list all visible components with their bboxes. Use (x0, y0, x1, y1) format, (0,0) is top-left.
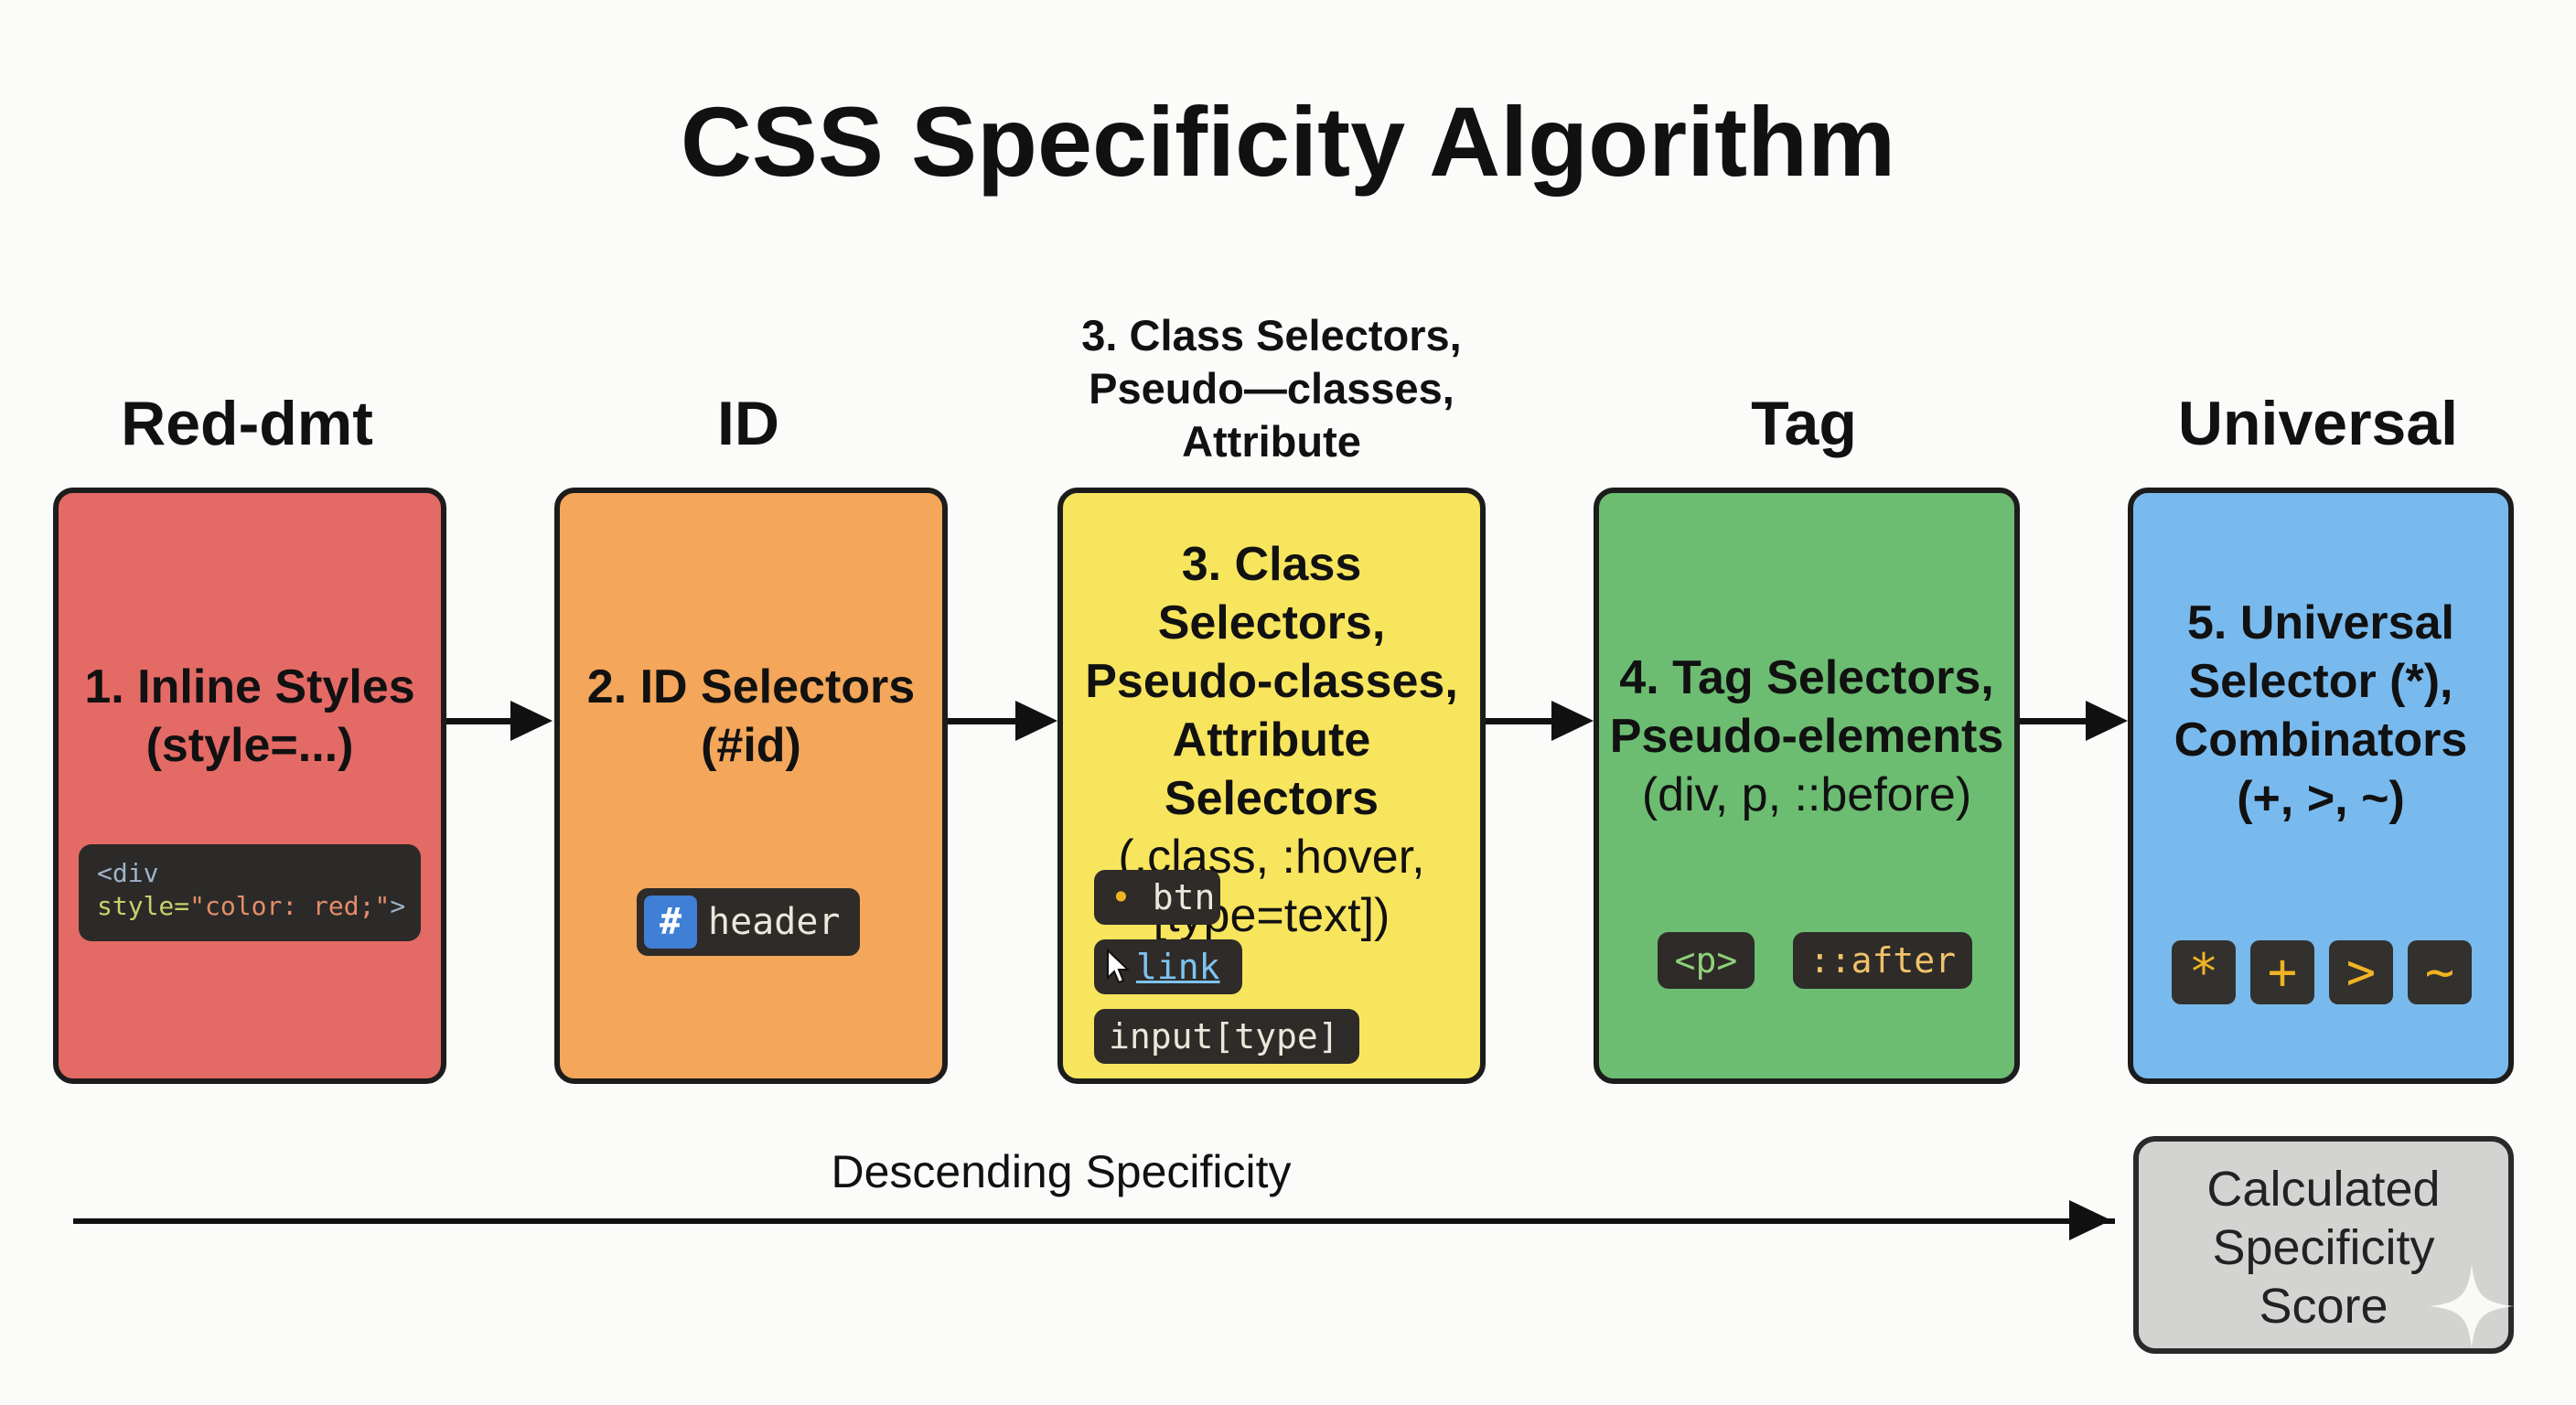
class-selectors-line3: Attribute Selectors (1164, 713, 1379, 825)
code-value: "color: red;" (189, 891, 391, 921)
asterisk-symbol: * (2172, 940, 2236, 1004)
heading-universal: Universal (2177, 389, 2459, 458)
class-selectors-line1: 3. Class Selectors, (1157, 538, 1386, 649)
heading-inline: Red-dmt (121, 389, 373, 458)
arrow-line-4 (2020, 718, 2086, 724)
arrow-line-2 (948, 718, 1017, 724)
heading-class-line1: 3. Class Selectors, (1081, 311, 1462, 359)
dot-icon: • (1111, 877, 1132, 917)
code-end: > (390, 891, 406, 921)
id-selectors-line2: (#id) (701, 719, 801, 772)
code-tag: <div (97, 858, 159, 888)
inline-styles-label: 1. Inline Styles (style=...) (59, 658, 441, 775)
tag-selectors-line2: Pseudo-elements (1609, 710, 2004, 763)
score-line1: Calculated (2206, 1162, 2441, 1217)
link-chip: link (1094, 939, 1242, 994)
page-title: CSS Specificity Algorithm (680, 86, 1896, 197)
tag-selectors-label: 4. Tag Selectors, Pseudo-elements (div, … (1599, 649, 2014, 824)
tag-selectors-box: 4. Tag Selectors, Pseudo-elements (div, … (1594, 488, 2020, 1084)
universal-line1: 5. Universal (2187, 596, 2454, 649)
class-selectors-line2: Pseudo-classes, (1085, 655, 1458, 708)
heading-tag: Tag (1751, 389, 1857, 458)
inline-code-snippet: <div style="color: red;"> (79, 844, 421, 941)
inline-styles-line2: (style=...) (145, 719, 354, 772)
specificity-axis-line (73, 1218, 2115, 1224)
tag-selectors-sub1: (div, p, ::before) (1641, 768, 1972, 821)
heading-id: ID (717, 389, 779, 458)
cursor-pointer-icon (1107, 949, 1131, 984)
score-line3: Score (2259, 1279, 2388, 1334)
universal-label: 5. Universal Selector (*), Combinators (… (2133, 594, 2508, 828)
universal-line2: Selector (*), (2188, 655, 2453, 708)
id-selectors-box: 2. ID Selectors (#id) # header (554, 488, 948, 1084)
tilde-symbol: ~ (2408, 940, 2472, 1004)
heading-class: 3. Class Selectors, Pseudo—classes, Attr… (1006, 309, 1537, 468)
btn-chip: • btn (1094, 870, 1220, 925)
link-chip-text: link (1136, 947, 1220, 987)
id-selectors-line1: 2. ID Selectors (586, 660, 916, 713)
right-arrow-icon (1015, 701, 1057, 741)
inline-styles-box: 1. Inline Styles (style=...) <div style=… (53, 488, 446, 1084)
arrow-line-3 (1486, 718, 1551, 724)
header-chip: # header (637, 888, 860, 956)
tag-selectors-line1: 4. Tag Selectors, (1619, 651, 1994, 704)
calculated-score-box: Calculated Specificity Score (2133, 1136, 2514, 1354)
arrow-line-1 (446, 718, 512, 724)
p-tag-chip: <p> (1658, 932, 1755, 989)
sparkle-icon (2430, 1264, 2514, 1348)
right-arrow-icon (1551, 701, 1594, 741)
header-chip-text: header (708, 901, 841, 943)
universal-line4: (+, >, ~) (2237, 772, 2405, 825)
plus-symbol: + (2250, 940, 2314, 1004)
heading-class-line3: Attribute (1182, 417, 1361, 466)
class-selectors-label: 3. Class Selectors, Pseudo-classes, Attr… (1063, 535, 1480, 945)
id-selectors-label: 2. ID Selectors (#id) (560, 658, 942, 775)
right-arrow-icon (510, 701, 553, 741)
descending-specificity-label: Descending Specificity (831, 1146, 1292, 1197)
input-type-chip: input[type] (1094, 1009, 1359, 1064)
inline-styles-line1: 1. Inline Styles (84, 660, 415, 713)
greater-than-symbol: > (2329, 940, 2393, 1004)
universal-line3: Combinators (2174, 713, 2468, 767)
right-arrow-icon (2069, 1200, 2111, 1240)
btn-chip-text: btn (1152, 877, 1216, 917)
class-selectors-box: 3. Class Selectors, Pseudo-classes, Attr… (1057, 488, 1486, 1084)
hash-icon: # (644, 896, 697, 949)
code-attr: style= (97, 891, 190, 921)
right-arrow-icon (2086, 701, 2128, 741)
after-chip: ::after (1793, 932, 1972, 989)
heading-class-line2: Pseudo—classes, (1089, 364, 1454, 413)
score-line2: Specificity (2212, 1220, 2435, 1275)
